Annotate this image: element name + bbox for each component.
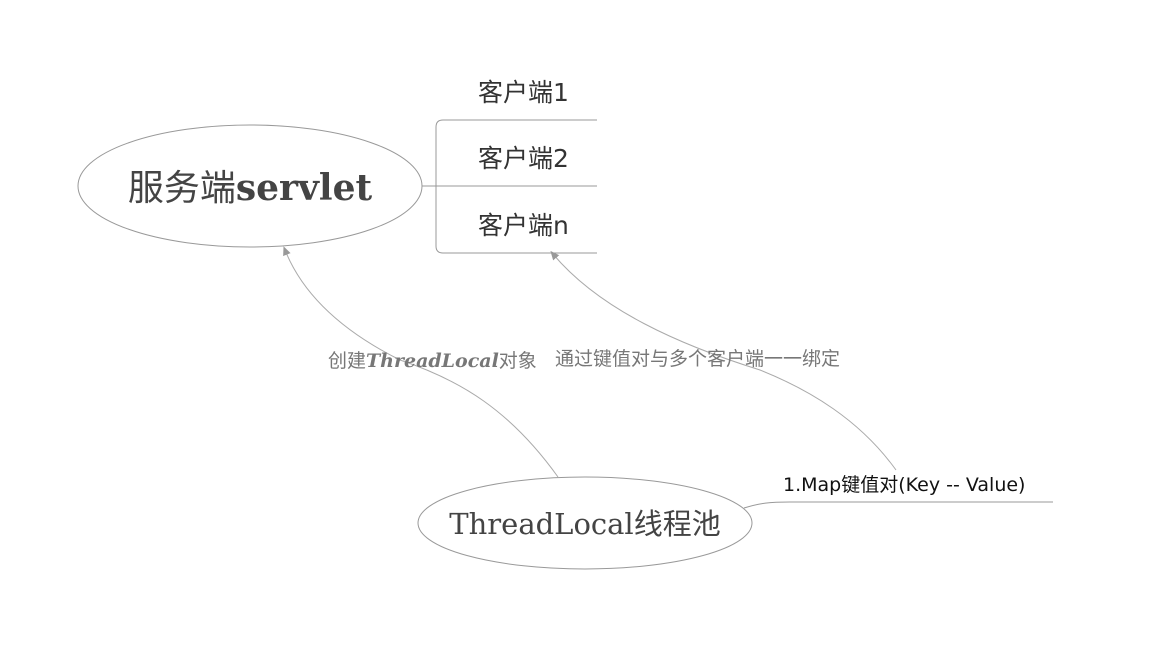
server-label-main: 服务端 xyxy=(128,168,236,209)
bind-edge xyxy=(550,250,897,471)
create-edge-label: 创建ThreadLocal对象 xyxy=(328,350,537,372)
client-2-label[interactable]: 客户端2 xyxy=(478,144,569,173)
clients-bracket xyxy=(435,119,597,254)
create-edge xyxy=(283,246,559,478)
server-label-bold: servlet xyxy=(236,167,373,209)
bind-edge-label: 通过键值对与多个客户端一一绑定 xyxy=(555,348,840,370)
threadlocal-node-label: ThreadLocal线程池 xyxy=(449,507,720,541)
create-label-italic: ThreadLocal xyxy=(366,350,499,372)
note-label[interactable]: 1.Map键值对(Key -- Value) xyxy=(783,474,1025,496)
create-label-suffix: 对象 xyxy=(499,350,537,372)
client-n-label[interactable]: 客户端n xyxy=(478,211,569,240)
threadlocal-node[interactable] xyxy=(417,476,753,570)
client-1-label[interactable]: 客户端1 xyxy=(478,78,569,107)
note-connector xyxy=(743,501,1053,509)
server-node-label: 服务端servlet xyxy=(128,167,373,209)
create-label-prefix: 创建 xyxy=(328,350,366,372)
